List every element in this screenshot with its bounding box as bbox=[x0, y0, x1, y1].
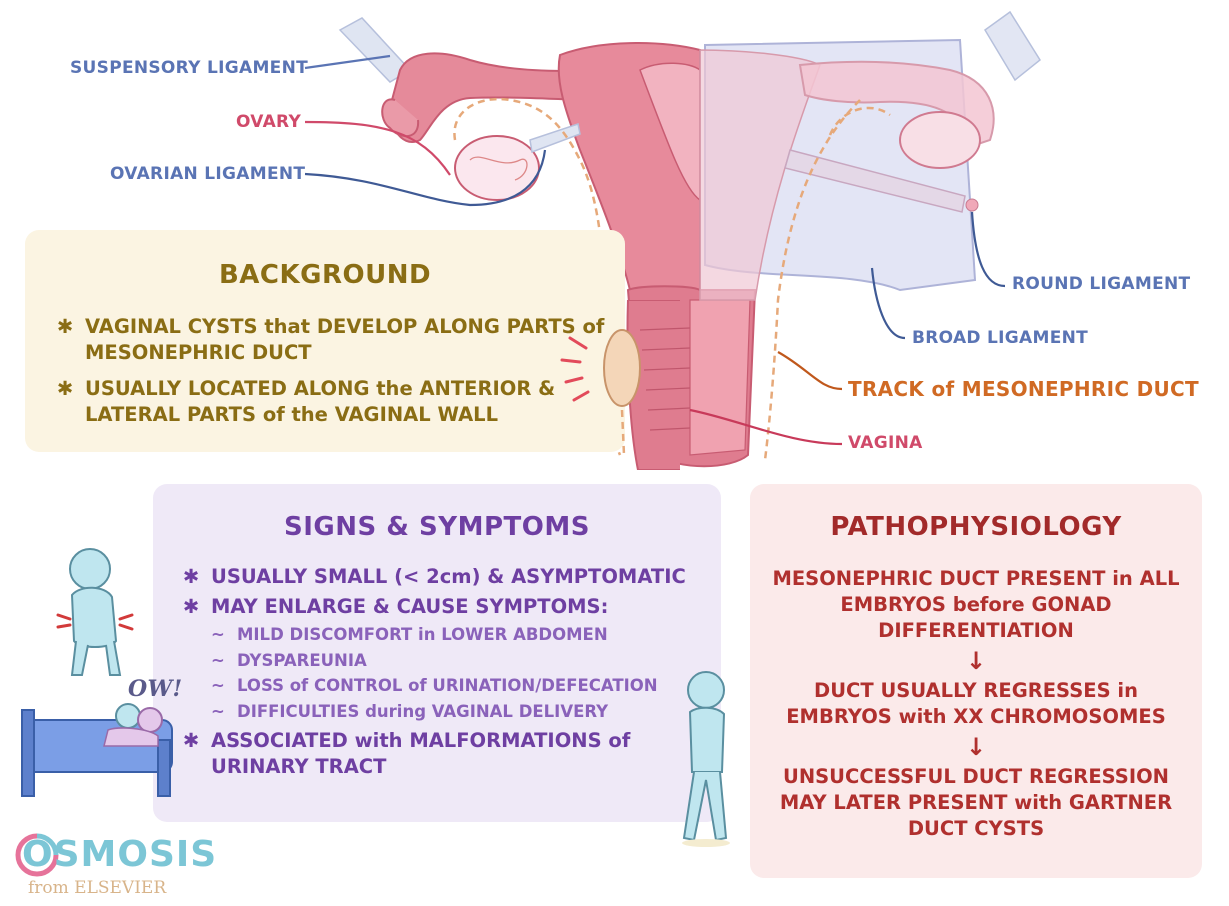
person-abdominal-pain-icon bbox=[56, 548, 134, 676]
bullet-asterisk-icon: ✱ bbox=[57, 377, 74, 400]
background-list: ✱ VAGINAL CYSTS that DEVELOP ALONG PARTS … bbox=[57, 314, 617, 438]
bullet-text: VAGINAL CYSTS that DEVELOP ALONG PARTS o… bbox=[85, 315, 605, 364]
pathophysiology-steps: MESONEPHRIC DUCT PRESENT in ALL EMBRYOS … bbox=[750, 566, 1202, 842]
signs-symptoms-panel: SIGNS & SYMPTOMS ✱ USUALLY SMALL (< 2cm) … bbox=[153, 484, 721, 822]
ow-exclamation: OW! bbox=[128, 676, 183, 702]
pathophysiology-step: DUCT USUALLY REGRESSES in EMBRYOS with X… bbox=[786, 679, 1166, 728]
background-title: BACKGROUND bbox=[218, 260, 432, 290]
sub-item-text: MILD DISCOMFORT in LOWER ABDOMEN bbox=[237, 625, 608, 644]
bullet-text: USUALLY SMALL (< 2cm) & ASYMPTOMATIC bbox=[211, 565, 686, 588]
ovary-label: OVARY bbox=[236, 112, 302, 132]
bullet-text: MAY ENLARGE & CAUSE SYMPTOMS: bbox=[211, 595, 609, 618]
signs-symptoms-title: SIGNS & SYMPTOMS bbox=[284, 512, 590, 542]
suspensory-ligament-label: SUSPENSORY LIGAMENT bbox=[70, 58, 308, 78]
list-item: ~DYSPAREUNIA bbox=[211, 650, 367, 670]
bullet-asterisk-icon: ✱ bbox=[183, 729, 200, 752]
round-ligament-label: ROUND LIGAMENT bbox=[1012, 274, 1191, 294]
ovarian-ligament-label: OVARIAN LIGAMENT bbox=[110, 164, 306, 184]
logo-ring-icon bbox=[15, 833, 59, 877]
pathophysiology-step: MESONEPHRIC DUCT PRESENT in ALL EMBRYOS … bbox=[772, 567, 1180, 642]
logo-text: OSMOSIS bbox=[22, 834, 218, 875]
sub-item-text: DYSPAREUNIA bbox=[237, 650, 367, 670]
list-item: ✱ USUALLY LOCATED ALONG the ANTERIOR & LA… bbox=[57, 376, 617, 428]
bullet-text: USUALLY LOCATED ALONG the ANTERIOR & LAT… bbox=[85, 377, 556, 426]
broad-ligament-label: BROAD LIGAMENT bbox=[912, 328, 1089, 348]
osmosis-logo: OSMOSIS from ELSEVIER bbox=[8, 818, 216, 902]
list-item: ~MILD DISCOMFORT in LOWER ABDOMEN bbox=[211, 625, 608, 644]
list-item: ✱ USUALLY SMALL (< 2cm) & ASYMPTOMATIC bbox=[183, 564, 713, 590]
bullet-asterisk-icon: ✱ bbox=[183, 565, 200, 588]
mesonephric-duct-track-label: TRACK of MESONEPHRIC DUCT bbox=[848, 377, 1199, 401]
pathophysiology-title: PATHOPHYSIOLOGY bbox=[830, 512, 1122, 542]
vagina-label: VAGINA bbox=[848, 433, 923, 453]
person-urgency-icon bbox=[682, 671, 730, 847]
signs-symptoms-list: ✱ USUALLY SMALL (< 2cm) & ASYMPTOMATIC ✱ M… bbox=[183, 564, 713, 784]
cyst-overlay bbox=[560, 300, 680, 470]
list-item: ✱ ASSOCIATED with MALFORMATIONS of URINAR… bbox=[183, 728, 713, 780]
bullet-asterisk-icon: ✱ bbox=[57, 315, 74, 338]
list-item: ✱ MAY ENLARGE & CAUSE SYMPTOMS: ~MILD DIS… bbox=[183, 594, 713, 724]
bullet-asterisk-icon: ✱ bbox=[183, 595, 200, 618]
logo-subtext: from ELSEVIER bbox=[28, 878, 167, 898]
bullet-text: ASSOCIATED with MALFORMATIONS of URINARY… bbox=[211, 729, 631, 778]
pathophysiology-panel: PATHOPHYSIOLOGY MESONEPHRIC DUCT PRESENT… bbox=[750, 484, 1202, 878]
pathophysiology-step: UNSUCCESSFUL DUCT REGRESSION MAY LATER P… bbox=[779, 765, 1173, 840]
list-item: ~DIFFICULTIES during VAGINAL DELIVERY bbox=[211, 701, 609, 721]
sub-item-text: LOSS of CONTROL of URINATION/DEFECATION bbox=[237, 676, 658, 695]
down-arrow-icon: ↓ bbox=[965, 733, 987, 761]
person-in-bed-icon bbox=[21, 703, 173, 797]
background-panel: BACKGROUND ✱ VAGINAL CYSTS that DEVELOP A… bbox=[25, 230, 625, 452]
list-item: ~LOSS of CONTROL of URINATION/DEFECATION bbox=[211, 676, 658, 695]
symptom-sublist: ~MILD DISCOMFORT in LOWER ABDOMEN ~DYSPA… bbox=[211, 622, 713, 724]
sub-item-text: DIFFICULTIES during VAGINAL DELIVERY bbox=[237, 701, 609, 721]
down-arrow-icon: ↓ bbox=[965, 647, 987, 675]
list-item: ✱ VAGINAL CYSTS that DEVELOP ALONG PARTS … bbox=[57, 314, 617, 366]
